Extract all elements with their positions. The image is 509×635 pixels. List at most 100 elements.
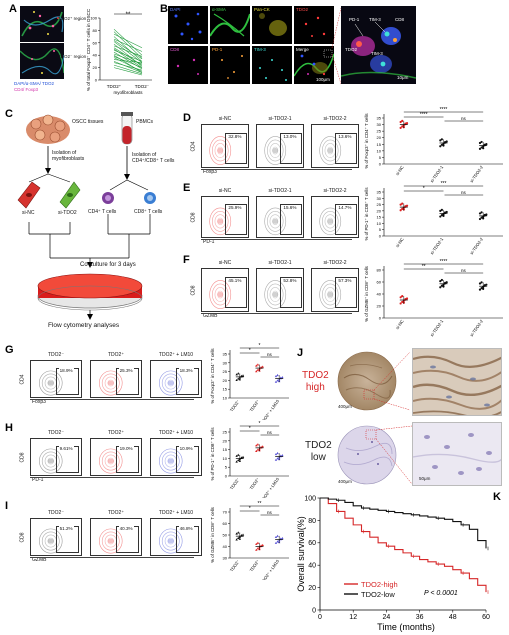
scatter-point bbox=[261, 543, 264, 547]
scatter-ytick-label: 10 bbox=[223, 396, 228, 401]
contour-line bbox=[319, 280, 342, 309]
scatter-point bbox=[279, 454, 282, 457]
panel-a-paired-line bbox=[113, 61, 143, 73]
survival-xlabel: Time (months) bbox=[377, 622, 435, 632]
sig-label-top: **** bbox=[440, 107, 448, 113]
tile-pd1: PD-1 bbox=[210, 46, 250, 84]
panel-a-ytick-label: 60 bbox=[93, 40, 98, 45]
scatter-point bbox=[256, 541, 260, 544]
i-gate-percent: 51.2% bbox=[58, 526, 74, 532]
d-gate-percent: 13.6% bbox=[337, 133, 353, 139]
scatter-point bbox=[478, 282, 482, 285]
contour-line bbox=[322, 210, 339, 232]
panel-a-paired-line bbox=[113, 38, 143, 52]
f-xaxis-label: GZMB bbox=[203, 313, 218, 319]
zoom-label-pd1: PD-1 bbox=[349, 17, 360, 22]
contour-line bbox=[209, 280, 232, 309]
g-axis-arrow bbox=[30, 399, 194, 400]
scatter-point bbox=[235, 532, 238, 535]
contour-core bbox=[327, 291, 334, 298]
scatter-point bbox=[237, 536, 240, 539]
h-axis-arrow bbox=[30, 477, 194, 478]
contour-core bbox=[47, 458, 54, 464]
ihc-low-scale: 400μm bbox=[338, 479, 352, 484]
contour-line bbox=[217, 217, 224, 226]
scatter-category-label: si-TDO2-2 bbox=[469, 318, 485, 337]
fluorescence-bottom bbox=[20, 48, 64, 75]
survival-ytick-label: 100 bbox=[304, 495, 316, 502]
scatter-ytick-label: 5 bbox=[379, 155, 382, 160]
e-yaxis-label: CD8 bbox=[190, 212, 197, 223]
g-yaxis-label: CD4 bbox=[19, 374, 26, 385]
contour-line bbox=[264, 136, 287, 165]
contour-line bbox=[267, 139, 284, 162]
scatter-point bbox=[276, 373, 279, 377]
sig-label-top: *** bbox=[441, 181, 447, 187]
survival-curve-tdo2-high bbox=[320, 497, 487, 593]
scatter-point bbox=[274, 380, 278, 383]
g-gate-percent: 18.9% bbox=[58, 368, 74, 374]
scatter-point bbox=[439, 280, 442, 283]
contour-line bbox=[264, 207, 287, 236]
scatter-point bbox=[274, 458, 278, 461]
sig-label-mid: * bbox=[249, 506, 251, 512]
fluorescence-top bbox=[21, 11, 64, 37]
survival-ytick-label: 80 bbox=[308, 518, 316, 525]
f-group-title: si-TDO2-2 bbox=[323, 260, 347, 266]
survival-pvalue: P < 0.0001 bbox=[424, 590, 458, 597]
scatter-point bbox=[399, 296, 402, 299]
panel-b-label: B bbox=[160, 3, 168, 15]
scatter-point bbox=[483, 143, 486, 146]
contour-core bbox=[327, 218, 334, 224]
scatter-point bbox=[276, 534, 279, 537]
g-gate-percent: 25.3% bbox=[118, 368, 134, 374]
panel-a-ytick-label: 20 bbox=[93, 65, 98, 70]
contour-core bbox=[217, 291, 224, 298]
contour-line bbox=[272, 146, 279, 155]
sig-label-ns: ns bbox=[461, 268, 467, 273]
contour-line bbox=[39, 448, 63, 474]
contour-core bbox=[47, 538, 54, 544]
panel-a-ytick-label: 80 bbox=[93, 28, 98, 33]
sig-label-mid: **** bbox=[420, 112, 428, 118]
scatter-point bbox=[483, 284, 486, 287]
contour-line bbox=[161, 531, 180, 551]
contour-line bbox=[101, 373, 120, 393]
contour-line bbox=[161, 373, 180, 393]
sig-label-ns: ns bbox=[461, 190, 467, 195]
scatter-ytick-label: 80 bbox=[377, 268, 382, 273]
contour-line bbox=[272, 290, 279, 299]
scatter-point bbox=[276, 540, 279, 543]
contour-line bbox=[47, 537, 54, 545]
scatter-ylabel: % of Foxp3⁺ in CD4⁺ T cells bbox=[364, 113, 369, 169]
f-gate-percent: 52.8% bbox=[282, 277, 298, 283]
tile-tdo2-label: TDO2 bbox=[296, 7, 309, 12]
zoom-label-cd8: CD8 bbox=[395, 17, 405, 22]
panel-a-ytick-label: 40 bbox=[93, 53, 98, 58]
panel-b-scale: 100μm bbox=[316, 77, 330, 82]
scatter-point bbox=[276, 379, 279, 382]
contour-line bbox=[212, 283, 229, 306]
contour-line bbox=[41, 373, 60, 393]
survival-xtick-label: 12 bbox=[349, 614, 357, 621]
scatter-category-label: TDO2⁺ bbox=[249, 559, 261, 573]
zoom-connector bbox=[331, 7, 342, 85]
panel-e-label: E bbox=[183, 182, 191, 194]
panel-a-paired-line bbox=[113, 45, 143, 57]
survival-ylabel: Overall survival(%) bbox=[296, 516, 306, 592]
scatter-point bbox=[261, 365, 264, 368]
scatter-point bbox=[274, 452, 278, 456]
contour-core bbox=[217, 218, 224, 224]
scatter-ytick-label: 50 bbox=[223, 533, 228, 538]
scatter-point bbox=[399, 203, 402, 206]
scatter-point bbox=[444, 140, 447, 144]
h-group-title: TDO2⁻ bbox=[48, 430, 64, 436]
contour-line bbox=[327, 217, 334, 226]
sig-label-ns: ns bbox=[267, 430, 273, 435]
e-group-title: si-TDO2-2 bbox=[323, 188, 347, 194]
i-gate bbox=[176, 525, 200, 553]
zoom-scale: 10μm bbox=[397, 75, 409, 80]
scatter-ylabel: % of GZMB⁺ in CD8⁺ T cells bbox=[210, 506, 215, 563]
